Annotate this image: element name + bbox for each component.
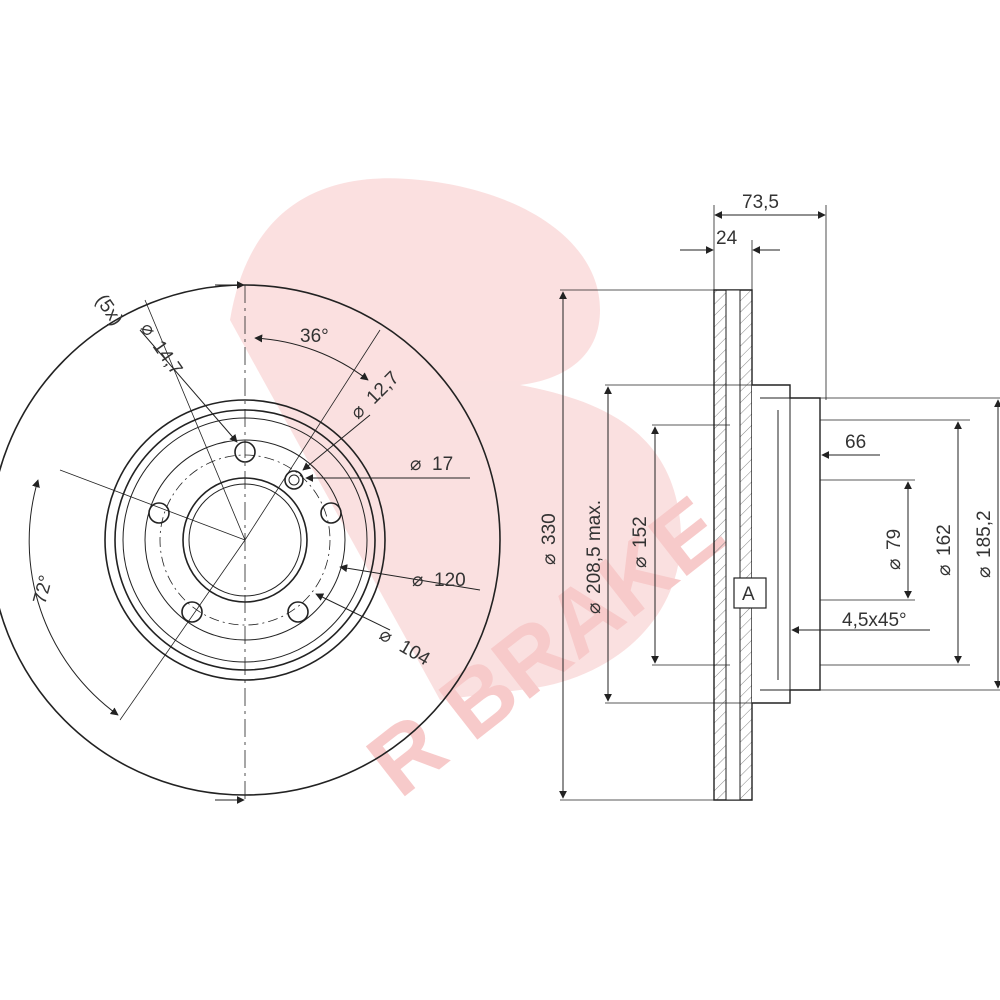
bore-dia-label: 79 [884,529,905,550]
pattern-angle-label: 72° [30,573,58,606]
chamfer-label: 4,5x45° [842,610,907,631]
dia-symbol: ⌀ [584,603,605,614]
dia-symbol: ⌀ [410,454,421,475]
dia-symbol: ⌀ [884,559,905,570]
front-view [0,281,501,804]
vent-channel [725,289,741,801]
dia-symbol: ⌀ [136,319,160,340]
bolt-hole-dia-label: 14,7 [148,337,186,379]
hub-dia-label: 185,2 [974,510,995,558]
bolt-angle-label: 36° [300,326,329,347]
hat-section [752,384,821,704]
bolt-hole [148,502,170,524]
small-hole [284,470,304,490]
dia-symbol: ⌀ [630,557,651,568]
bolt-hole [181,601,203,623]
dia-symbol: ⌀ [539,554,560,565]
side-view [559,205,1000,801]
inner-dia-label: 162 [934,524,955,556]
dia-symbol: ⌀ [974,567,995,578]
bolt-hole [287,601,309,623]
side-view-labels: 73,5 24 ⌀ 330 ⌀ 208,5 max. ⌀ 152 66 ⌀ 79… [539,192,995,631]
hat-height-label: 66 [845,432,866,453]
datum-box [733,577,767,609]
dia-symbol: ⌀ [412,570,423,591]
bolt-count-label: (5x) [91,291,127,330]
small-hole-dia2-label: 17 [432,454,453,475]
dia-symbol: ⌀ [376,624,396,648]
bolt-circle [159,454,331,626]
dia-symbol: ⌀ [934,565,955,576]
outer-dia-label: 330 [539,513,560,545]
bolt-hole [320,502,342,524]
datum-label: A [742,584,755,605]
hat-dia-label: 152 [630,516,651,548]
small-hole-inner [288,474,300,486]
thickness-label: 24 [716,228,738,249]
total-height-label: 73,5 [742,192,779,213]
watermark-logo: R BRAKE [230,178,743,816]
braking-dia-label: 208,5 max. [584,500,605,594]
pcd-label: 120 [434,570,466,591]
